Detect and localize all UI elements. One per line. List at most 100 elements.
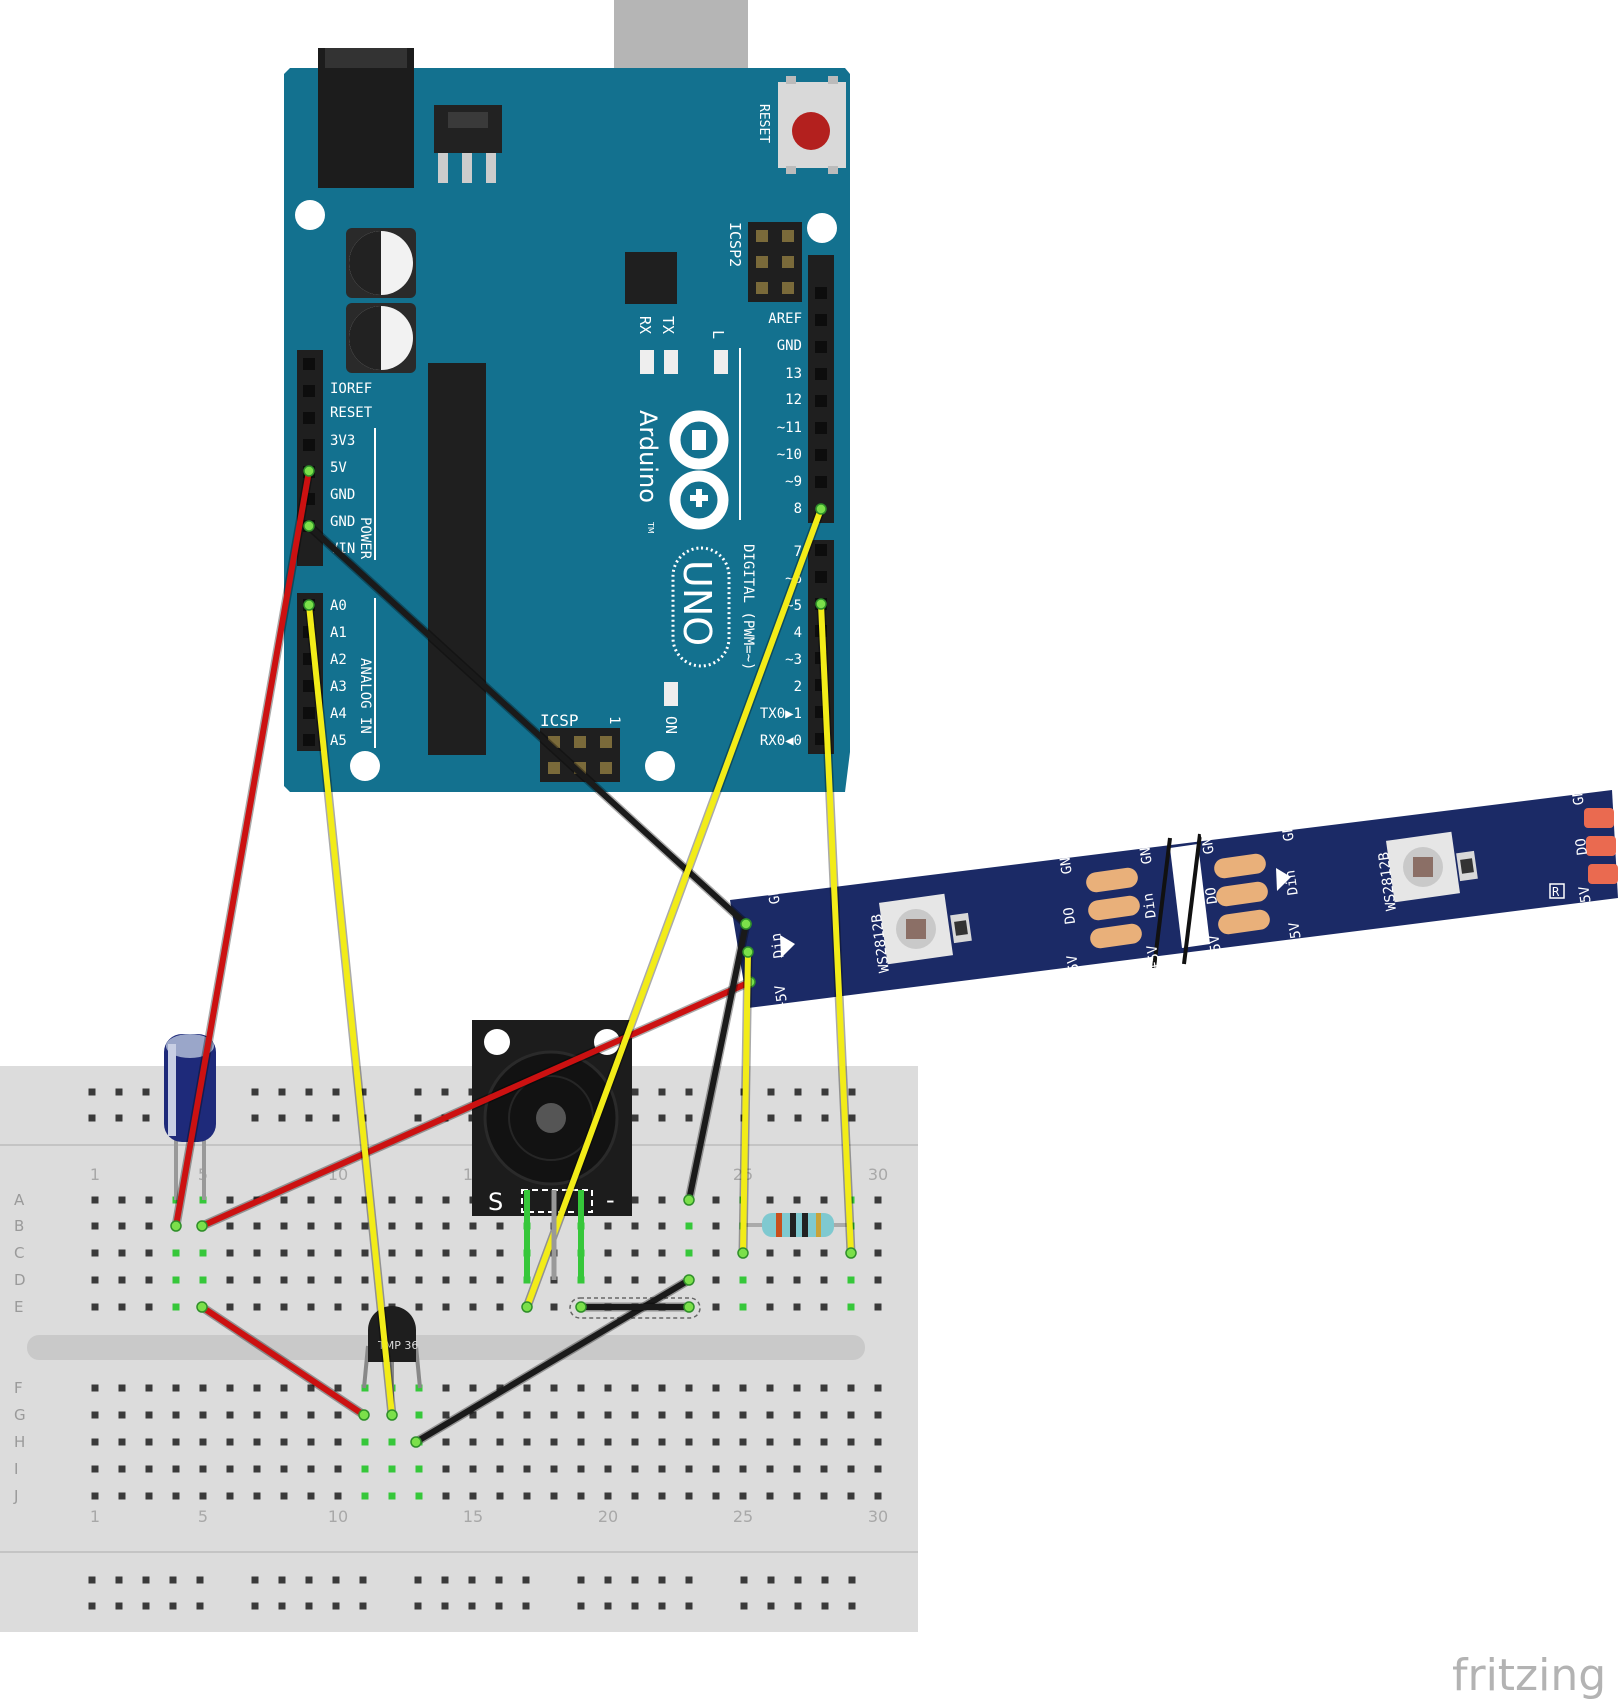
breadboard-hole[interactable] (766, 1411, 774, 1419)
breadboard-hole[interactable] (496, 1276, 504, 1284)
breadboard-hole[interactable] (766, 1303, 774, 1311)
breadboard-hole[interactable] (874, 1438, 882, 1446)
rail-hole[interactable] (305, 1088, 313, 1096)
breadboard-hole[interactable] (442, 1196, 450, 1204)
breadboard-hole[interactable] (280, 1276, 288, 1284)
breadboard-hole[interactable] (442, 1384, 450, 1392)
rail-hole[interactable] (142, 1602, 150, 1610)
breadboard-hole[interactable] (388, 1465, 396, 1473)
breadboard-hole[interactable] (307, 1303, 315, 1311)
breadboard-hole[interactable] (793, 1384, 801, 1392)
breadboard-hole[interactable] (469, 1303, 477, 1311)
rail-hole[interactable] (305, 1602, 313, 1610)
breadboard-hole[interactable] (712, 1465, 720, 1473)
breadboard-hole[interactable] (712, 1492, 720, 1500)
breadboard-hole[interactable] (874, 1411, 882, 1419)
breadboard-hole[interactable] (685, 1438, 693, 1446)
rail-hole[interactable] (848, 1114, 856, 1122)
wire-gnd-to-strip-gnd[interactable] (306, 523, 749, 927)
breadboard-hole[interactable] (793, 1249, 801, 1257)
breadboard-hole[interactable] (226, 1411, 234, 1419)
breadboard-hole[interactable] (388, 1249, 396, 1257)
rail-hole[interactable] (251, 1576, 259, 1584)
rail-hole[interactable] (522, 1602, 530, 1610)
rail-hole[interactable] (767, 1576, 775, 1584)
breadboard-hole[interactable] (172, 1384, 180, 1392)
wire-strip-din-to-c25[interactable] (740, 949, 751, 1256)
breadboard-hole[interactable] (145, 1222, 153, 1230)
breadboard-hole[interactable] (739, 1492, 747, 1500)
breadboard-hole[interactable] (361, 1249, 369, 1257)
breadboard-hole[interactable] (604, 1411, 612, 1419)
breadboard-hole[interactable] (685, 1249, 693, 1257)
rail-hole[interactable] (441, 1576, 449, 1584)
breadboard-hole[interactable] (820, 1465, 828, 1473)
breadboard-hole[interactable] (874, 1249, 882, 1257)
breadboard-hole[interactable] (388, 1438, 396, 1446)
breadboard-hole[interactable] (442, 1492, 450, 1500)
breadboard-hole[interactable] (523, 1438, 531, 1446)
header-pin[interactable] (303, 680, 315, 692)
rail-hole[interactable] (441, 1602, 449, 1610)
rail-hole[interactable] (631, 1088, 639, 1096)
header-pin[interactable] (815, 449, 827, 461)
breadboard-hole[interactable] (604, 1492, 612, 1500)
breadboard-hole[interactable] (766, 1492, 774, 1500)
breadboard-hole[interactable] (199, 1276, 207, 1284)
breadboard-hole[interactable] (280, 1222, 288, 1230)
header-pin[interactable] (303, 358, 315, 370)
header-pin[interactable] (815, 341, 827, 353)
rail-hole[interactable] (794, 1114, 802, 1122)
breadboard-hole[interactable] (199, 1411, 207, 1419)
rail-hole[interactable] (522, 1576, 530, 1584)
breadboard-hole[interactable] (631, 1438, 639, 1446)
breadboard-hole[interactable] (118, 1465, 126, 1473)
rail-hole[interactable] (495, 1576, 503, 1584)
breadboard-hole[interactable] (91, 1384, 99, 1392)
breadboard-hole[interactable] (631, 1196, 639, 1204)
breadboard-hole[interactable] (199, 1438, 207, 1446)
breadboard-hole[interactable] (739, 1438, 747, 1446)
rail-hole[interactable] (658, 1114, 666, 1122)
rail-hole[interactable] (115, 1088, 123, 1096)
breadboard-hole[interactable] (145, 1303, 153, 1311)
breadboard-hole[interactable] (280, 1303, 288, 1311)
breadboard-hole[interactable] (766, 1196, 774, 1204)
rail-hole[interactable] (359, 1576, 367, 1584)
rail-hole[interactable] (88, 1576, 96, 1584)
breadboard-hole[interactable] (766, 1384, 774, 1392)
breadboard-hole[interactable] (658, 1249, 666, 1257)
rail-hole[interactable] (115, 1602, 123, 1610)
breadboard-hole[interactable] (766, 1438, 774, 1446)
breadboard-hole[interactable] (307, 1465, 315, 1473)
rail-hole[interactable] (278, 1088, 286, 1096)
breadboard-hole[interactable] (658, 1384, 666, 1392)
rail-hole[interactable] (794, 1576, 802, 1584)
rail-hole[interactable] (821, 1602, 829, 1610)
breadboard-hole[interactable] (577, 1492, 585, 1500)
breadboard-hole[interactable] (712, 1303, 720, 1311)
reset-button[interactable] (778, 76, 846, 174)
breadboard-hole[interactable] (199, 1384, 207, 1392)
rail-hole[interactable] (767, 1088, 775, 1096)
header-pin[interactable] (303, 412, 315, 424)
breadboard-hole[interactable] (496, 1303, 504, 1311)
rail-hole[interactable] (821, 1576, 829, 1584)
breadboard-hole[interactable] (415, 1249, 423, 1257)
breadboard-hole[interactable] (685, 1384, 693, 1392)
breadboard-hole[interactable] (253, 1384, 261, 1392)
breadboard-hole[interactable] (874, 1222, 882, 1230)
breadboard-hole[interactable] (172, 1411, 180, 1419)
breadboard-hole[interactable] (361, 1276, 369, 1284)
breadboard-hole[interactable] (118, 1492, 126, 1500)
wire-b5-to-strip-5v[interactable] (199, 979, 753, 1229)
header-pin[interactable] (815, 733, 827, 745)
breadboard-hole[interactable] (712, 1249, 720, 1257)
breadboard-hole[interactable] (361, 1303, 369, 1311)
rail-hole[interactable] (468, 1576, 476, 1584)
breadboard-hole[interactable] (793, 1438, 801, 1446)
breadboard-hole[interactable] (469, 1384, 477, 1392)
breadboard-hole[interactable] (658, 1276, 666, 1284)
breadboard-hole[interactable] (739, 1384, 747, 1392)
rail-hole[interactable] (658, 1602, 666, 1610)
